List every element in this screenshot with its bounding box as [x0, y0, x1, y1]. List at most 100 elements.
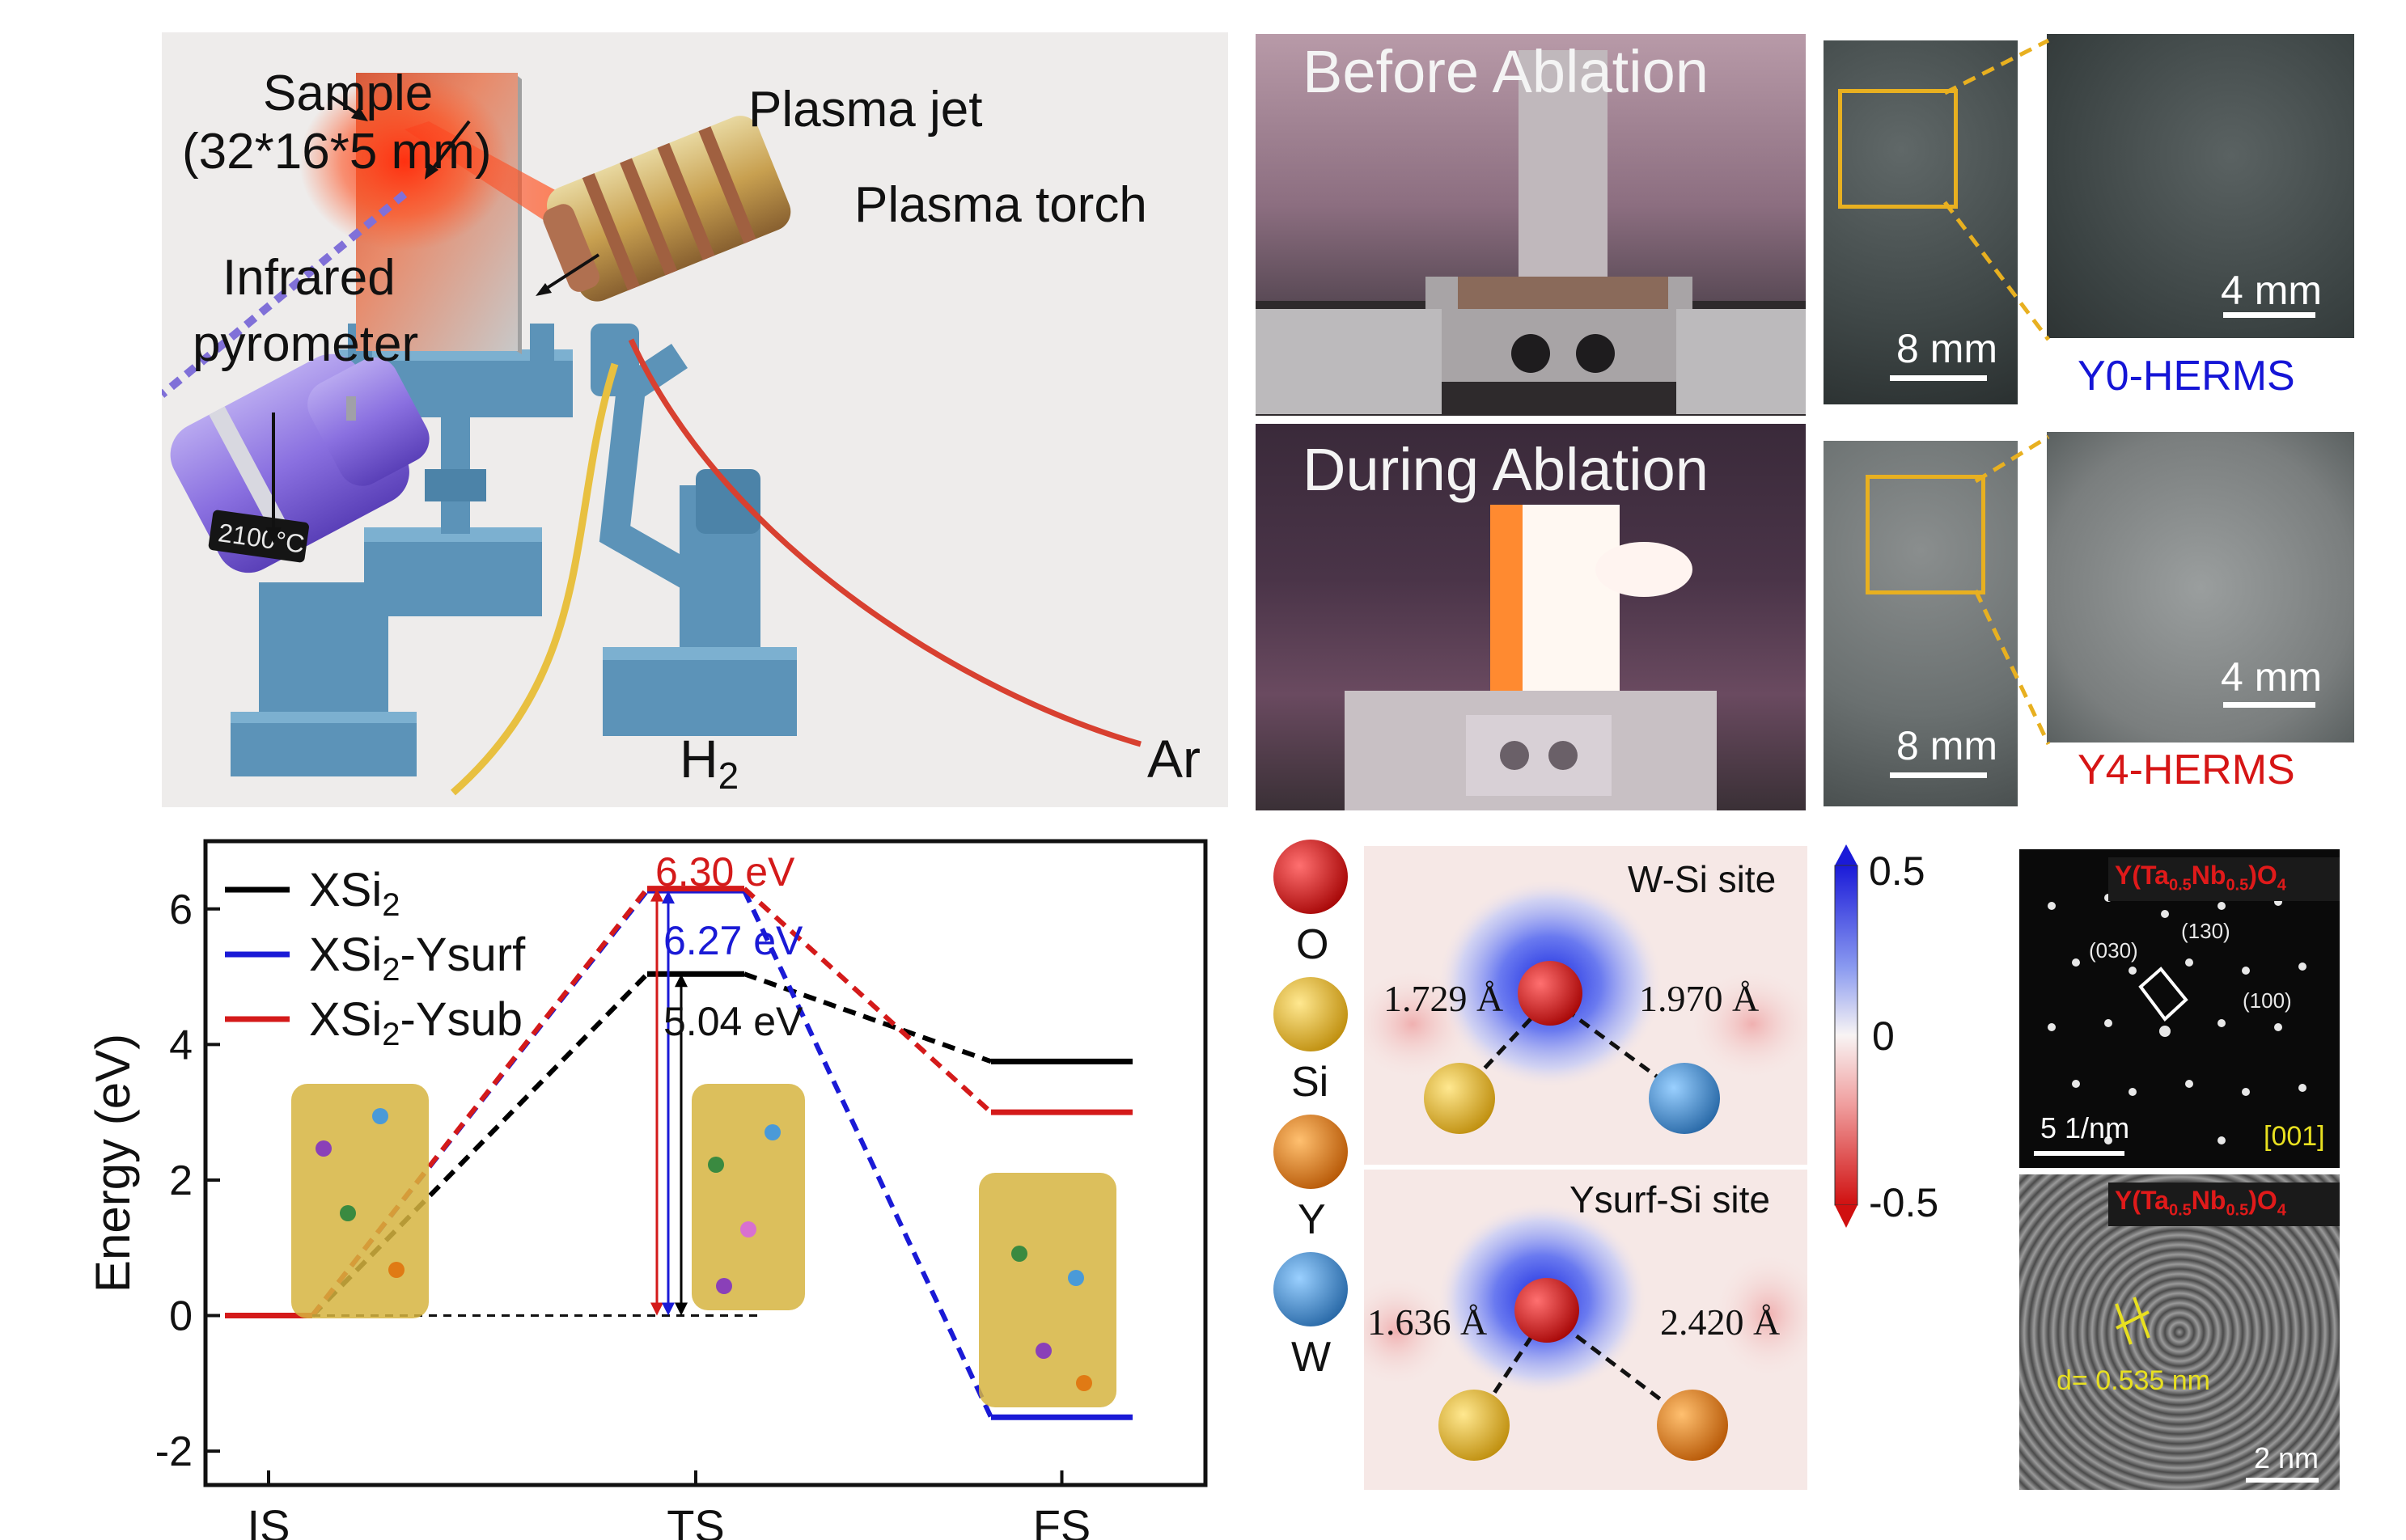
plasma-jet-label: Plasma jet — [748, 82, 983, 138]
energy-profile-chart: -2 0 2 4 6 IS TS FS XSi2 — [73, 817, 1222, 1540]
ysurf-si-site-map: Ysurf-Si site 1.636 Å 2.420 Å — [1364, 1170, 1807, 1490]
x-axis-ticks: IS TS FS — [248, 1470, 1091, 1540]
y0-scale-bar — [1890, 375, 1987, 381]
saed-zone-axis: [001] — [2264, 1121, 2325, 1152]
y4-scale-bar — [1890, 772, 1987, 778]
legend-series-2: XSi2-Ysurf — [309, 929, 526, 988]
legend-label-si: Si — [1291, 1059, 1329, 1106]
colorbar-max: 0.5 — [1869, 848, 1925, 894]
y-axis-ticks: -2 0 2 4 6 — [155, 886, 220, 1475]
ysurf-si-atom — [1438, 1390, 1510, 1461]
y4-zoom-scale-text: 4 mm — [2221, 654, 2322, 700]
sample-dims-label: (32*16*5 mm) — [182, 124, 492, 180]
energy-connector-2-1 — [742, 886, 993, 1115]
plasma-torch — [543, 116, 797, 736]
before-ablation-photo: Before Ablation — [1256, 34, 1806, 416]
energy-profile-svg: -2 0 2 4 6 IS TS FS XSi2 — [86, 839, 1208, 1540]
saed-spot-030: (030) — [2089, 938, 2138, 962]
ar-gas-line — [628, 338, 1142, 747]
annotation-6-30: 6.30 eV — [655, 849, 795, 895]
setup-illustration: 2100°C — [162, 73, 1142, 796]
w-si-left-length: 1.729 Å — [1383, 978, 1504, 1019]
zoom-connectors — [1943, 38, 2051, 746]
w-si-si-atom — [1424, 1063, 1495, 1134]
hrtem-d-spacing: d= 0.535 nm — [2057, 1365, 2210, 1396]
h2-gas-line — [451, 362, 619, 796]
legend-label-o: O — [1296, 921, 1329, 968]
legend-label-y: Y — [1298, 1196, 1326, 1243]
legend-series-3: XSi2-Ysub — [309, 993, 523, 1052]
during-ablation-title: During Ablation — [1303, 436, 1709, 503]
barrier-arrowhead-bottom-2 — [675, 1302, 688, 1316]
legend-atom-si — [1273, 977, 1348, 1051]
is-structure — [291, 1084, 429, 1318]
x-tick-label: FS — [1033, 1500, 1091, 1540]
ysurf-si-title: Ysurf-Si site — [1569, 1178, 1770, 1221]
h2-label: H2 — [680, 729, 739, 798]
y-tick-label: 0 — [169, 1293, 193, 1340]
y4-herms-label: Y4-HERMS — [2078, 747, 2295, 793]
barrier-arrowhead-top-0 — [650, 888, 663, 902]
y-tick-label: 4 — [169, 1022, 193, 1068]
saed-spot-100: (100) — [2243, 988, 2292, 1013]
y4-zoom-box — [1866, 475, 1985, 594]
barrier-arrowhead-top-1 — [662, 891, 675, 904]
y0-zoom-scale-text: 4 mm — [2221, 268, 2322, 313]
legend-series-1: XSi2 — [309, 864, 400, 923]
ysurf-o-atom — [1514, 1278, 1579, 1343]
fs-structure — [979, 1173, 1116, 1407]
pyrometer: 2100°C — [162, 191, 430, 776]
legend-atom-y — [1273, 1115, 1348, 1189]
legend-label-w: W — [1291, 1334, 1332, 1381]
ysurf-y-atom — [1657, 1390, 1728, 1461]
atom-legend: O Si Y W — [1262, 833, 1359, 1383]
chart-legend: XSi2 XSi2-Ysurf XSi2-Ysub — [225, 864, 526, 1052]
energy-connector-0-0 — [310, 972, 650, 1318]
y0-zoom-scale-bar — [2223, 312, 2315, 318]
plasma-torch-label: Plasma torch — [854, 177, 1147, 233]
y4-scale-text: 8 mm — [1896, 723, 1997, 768]
y4-zoom-scale-bar — [2223, 702, 2315, 708]
x-tick-label: IS — [248, 1500, 290, 1540]
y-tick-label: 6 — [169, 886, 193, 933]
barrier-arrows — [650, 888, 688, 1316]
ysurf-si-left-length: 1.636 Å — [1367, 1301, 1488, 1343]
y0-scale-text: 8 mm — [1896, 326, 1997, 371]
w-si-site-map: W-Si site 1.729 Å 1.970 Å — [1364, 846, 1807, 1165]
pyrometer-label-line1: Infrared — [222, 250, 396, 306]
plot-frame — [203, 839, 1208, 1487]
saed-spot-130: (130) — [2181, 919, 2230, 943]
ts-structure — [692, 1084, 805, 1310]
before-ablation-title: Before Ablation — [1303, 38, 1709, 105]
hrtem-image: Y(Ta0.5Nb0.5)O4 d= 0.535 nm 2 nm — [2019, 1174, 2340, 1490]
barrier-arrowhead-bottom-1 — [662, 1302, 675, 1316]
ar-label: Ar — [1147, 729, 1201, 789]
saed-formula: Y(Ta0.5Nb0.5)O4 — [2115, 861, 2286, 895]
y-axis-label: Energy (eV) — [86, 1034, 140, 1292]
saed-pattern: Y(Ta0.5Nb0.5)O4 (030) (130) (100) [001] … — [2019, 849, 2340, 1168]
annotation-6-27: 6.27 eV — [663, 918, 803, 963]
colorbar-min: -0.5 — [1869, 1180, 1939, 1225]
y0-surface-photo: 8 mm — [1824, 40, 2018, 404]
pyrometer-label-line2: pyrometer — [193, 316, 419, 372]
before-ablation-scene — [1256, 50, 1806, 416]
y0-zoom-photo: 4 mm — [2047, 34, 2354, 338]
y-tick-label: 2 — [169, 1157, 193, 1204]
during-ablation-photo: During Ablation — [1256, 424, 1806, 810]
y0-zoom-box — [1838, 89, 1958, 209]
w-si-title: W-Si site — [1628, 858, 1777, 900]
y-tick-label: -2 — [155, 1428, 193, 1475]
during-ablation-scene — [1345, 505, 1717, 810]
energy-connector-0-1 — [743, 971, 993, 1064]
hrtem-formula: Y(Ta0.5Nb0.5)O4 — [2115, 1186, 2286, 1220]
sample-label: Sample — [263, 66, 434, 121]
w-si-o-atom — [1518, 961, 1582, 1026]
x-tick-label: TS — [667, 1500, 725, 1540]
barrier-arrowhead-bottom-0 — [650, 1302, 663, 1316]
energy-connector-1-1 — [742, 889, 993, 1419]
setup-illustration-panel: 2100°C — [162, 32, 1228, 807]
ysurf-si-right-length: 2.420 Å — [1660, 1301, 1781, 1343]
y4-surface-photo: 8 mm — [1824, 441, 2018, 806]
y4-zoom-photo: 4 mm — [2047, 432, 2354, 742]
legend-atom-w — [1273, 1252, 1348, 1326]
